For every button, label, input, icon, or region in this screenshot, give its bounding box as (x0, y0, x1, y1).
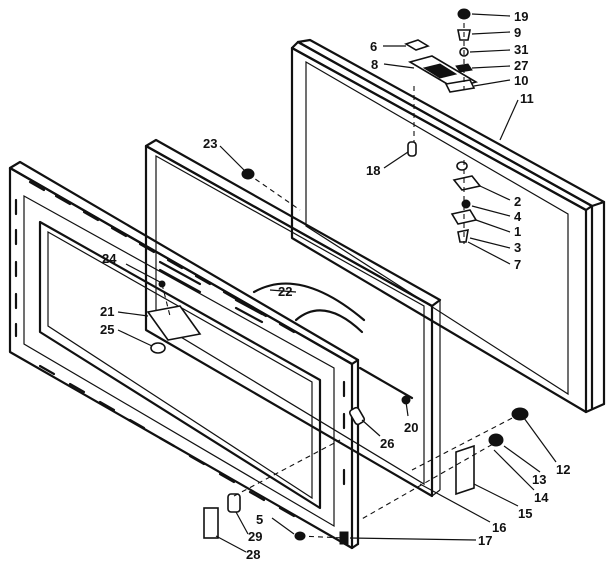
callout-19: 19 (514, 9, 528, 24)
callout-4: 4 (514, 209, 522, 224)
callout-8: 8 (371, 57, 378, 72)
callout-1: 1 (514, 224, 521, 239)
callout-27: 27 (514, 58, 528, 73)
door-gasket-frame (144, 138, 442, 498)
callout-13: 13 (532, 472, 546, 487)
callout-labels: 19 9 6 31 8 27 10 11 23 18 2 4 1 3 7 24 … (100, 9, 570, 562)
callout-14: 14 (534, 490, 549, 505)
front-door-panel (8, 160, 360, 550)
assembly-lines (161, 14, 521, 539)
callout-12: 12 (556, 462, 570, 477)
callout-6: 6 (370, 39, 377, 54)
callout-25: 25 (100, 322, 114, 337)
callout-23: 23 (203, 136, 217, 151)
callout-17: 17 (478, 533, 492, 548)
callout-10: 10 (514, 73, 528, 88)
callout-31: 31 (514, 42, 528, 57)
callout-20: 20 (404, 420, 418, 435)
callout-5: 5 (256, 512, 263, 527)
callout-15: 15 (518, 506, 532, 521)
callout-21: 21 (100, 304, 114, 319)
callout-29: 29 (248, 529, 262, 544)
door-frame-part-11 (290, 38, 606, 414)
callout-7: 7 (514, 257, 521, 272)
callout-18: 18 (366, 163, 380, 178)
callout-2: 2 (514, 194, 521, 209)
panel-slots (14, 180, 346, 518)
callout-9: 9 (514, 25, 521, 40)
callout-26: 26 (380, 436, 394, 451)
callout-11: 11 (520, 91, 534, 106)
leader-lines (117, 13, 557, 553)
callout-16: 16 (492, 520, 506, 535)
callout-24: 24 (102, 251, 117, 266)
callout-28: 28 (246, 547, 260, 562)
callout-3: 3 (514, 240, 521, 255)
callout-22: 22 (278, 284, 292, 299)
